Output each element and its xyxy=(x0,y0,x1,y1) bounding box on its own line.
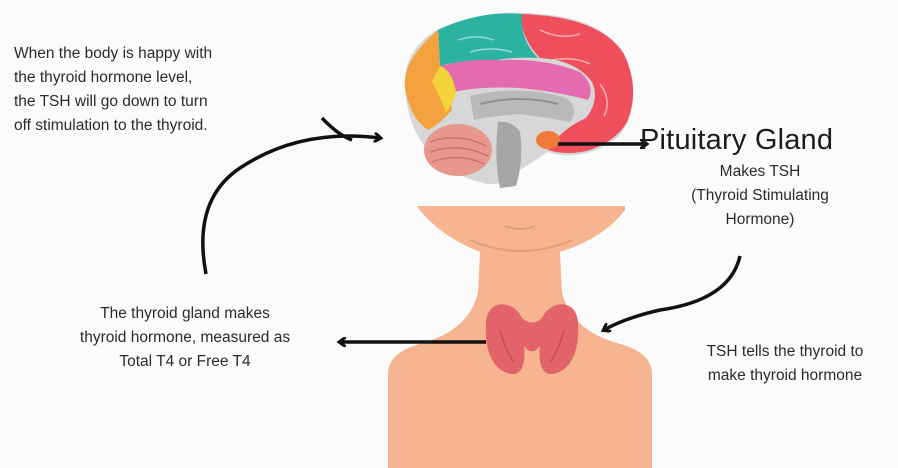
pituitary-title: Pituitary Gland xyxy=(640,120,833,160)
tsh-note-line: TSH tells the thyroid to xyxy=(672,340,898,364)
tsh-note: TSH tells the thyroid to make thyroid ho… xyxy=(672,340,898,388)
feedback-note: When the body is happy with the thyroid … xyxy=(14,42,294,138)
tsh-note-line: make thyroid hormone xyxy=(672,364,898,388)
thyroid-note-line: Total T4 or Free T4 xyxy=(20,350,350,374)
pituitary-description: Makes TSH (Thyroid Stimulating Hormone) xyxy=(645,160,875,232)
pituitary-line: Makes TSH xyxy=(645,160,875,184)
thyroid-note-line: thyroid hormone, measured as xyxy=(20,326,350,350)
thyroid-note-line: The thyroid gland makes xyxy=(20,302,350,326)
feedback-note-line: the TSH will go down to turn xyxy=(14,90,294,114)
thyroid-note: The thyroid gland makes thyroid hormone,… xyxy=(20,302,350,374)
feedback-note-line: off stimulation to the thyroid. xyxy=(14,114,294,138)
arrow-feedback-loop xyxy=(203,118,380,274)
feedback-note-line: the thyroid hormone level, xyxy=(14,66,294,90)
arrow-tsh-to-thyroid xyxy=(604,256,740,330)
brain-illustration xyxy=(405,13,633,188)
pituitary-line: (Thyroid Stimulating xyxy=(645,184,875,208)
pituitary-line: Hormone) xyxy=(645,208,875,232)
feedback-note-line: When the body is happy with xyxy=(14,42,294,66)
